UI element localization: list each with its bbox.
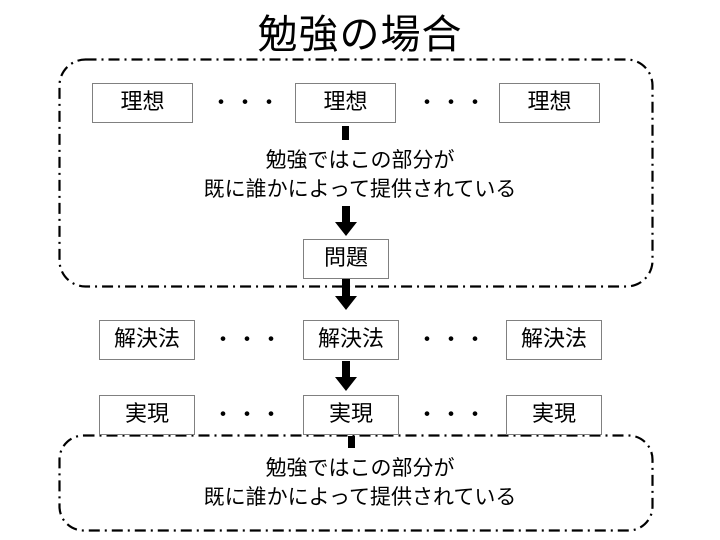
node-ideal-3[interactable]: 理想 [499,83,600,123]
node-realization-1[interactable]: 実現 [99,395,195,435]
ellipsis-ideal-left: ・・・ [209,91,282,116]
ellipsis-realization-left: ・・・ [211,403,284,428]
ellipsis-solution-right: ・・・ [415,328,488,353]
realization-to-note-stub [348,436,355,448]
node-realization-3[interactable]: 実現 [506,395,602,435]
problem-to-solution-arrow [330,279,362,312]
node-solution-3[interactable]: 解決法 [506,320,602,360]
node-realization-2[interactable]: 実現 [303,395,399,435]
node-problem[interactable]: 問題 [303,239,389,279]
bottom-note-text: 勉強ではこの部分が 既に誰かによって提供されている [203,456,517,509]
node-ideal-2[interactable]: 理想 [295,83,396,123]
node-solution-2[interactable]: 解決法 [303,320,399,360]
realization-note-group [58,434,654,532]
ideal-to-note-stub [342,126,349,140]
top-note-text: 勉強ではこの部分が 既に誰かによって提供されている [203,148,517,201]
ellipsis-realization-right: ・・・ [415,403,488,428]
ellipsis-solution-left: ・・・ [211,328,284,353]
ideal-to-problem-group [58,58,654,288]
solution-to-realization-arrow [330,361,362,393]
note-to-problem-arrow [330,206,362,238]
page-title: 勉強の場合 [257,12,463,58]
node-solution-1[interactable]: 解決法 [99,320,195,360]
ellipsis-ideal-right: ・・・ [415,91,488,116]
node-ideal-1[interactable]: 理想 [92,83,193,123]
